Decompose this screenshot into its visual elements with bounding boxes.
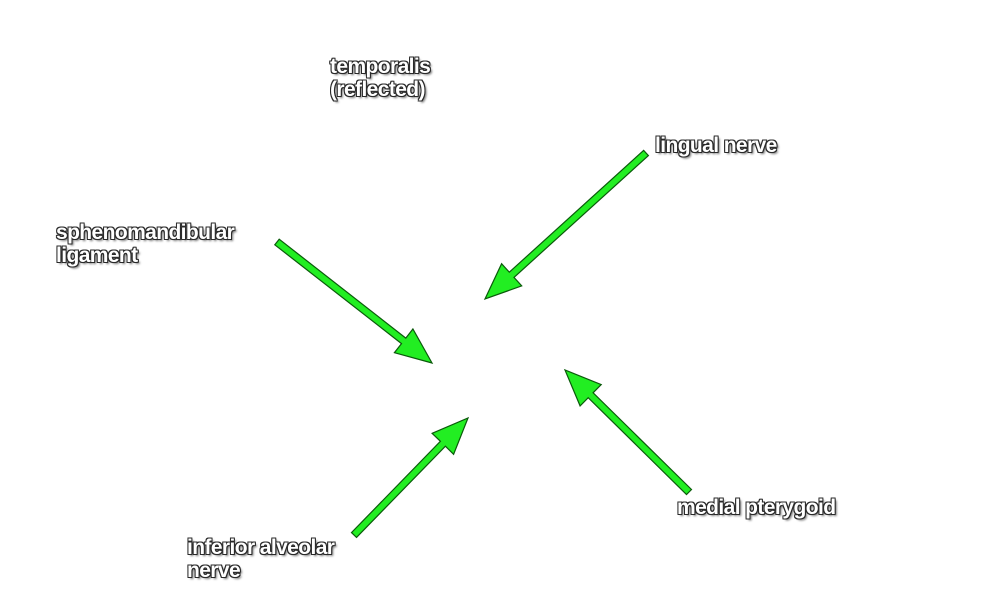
label-temporalis-line-1: temporalis (330, 55, 431, 78)
label-temporalis: temporalis (reflected) (330, 55, 431, 101)
label-sphenomandibular-line-1: sphenomandibular (56, 221, 235, 244)
label-temporalis-line-2: (reflected) (330, 78, 426, 101)
arrow-sphenomandibular-ligament (273, 238, 434, 364)
label-lingual-nerve: lingual nerve (655, 134, 777, 157)
arrow-medial-pterygoid (563, 368, 693, 496)
label-inferior-alveolar-line-1: inferior alveolar (187, 536, 335, 559)
arrow-lingual-nerve (483, 149, 650, 301)
label-inferior-alveolar-nerve: inferior alveolar nerve (187, 536, 335, 582)
label-sphenomandibular-ligament: sphenomandibular ligament (56, 221, 235, 267)
label-medial-pterygoid-line-1: medial pterygoid (677, 496, 836, 519)
label-lingual-nerve-line-1: lingual nerve (655, 134, 777, 157)
label-medial-pterygoid: medial pterygoid (677, 496, 836, 519)
arrow-inferior-alveolar-nerve (350, 416, 470, 539)
label-inferior-alveolar-line-2: nerve (187, 559, 241, 582)
label-sphenomandibular-line-2: ligament (56, 244, 138, 267)
